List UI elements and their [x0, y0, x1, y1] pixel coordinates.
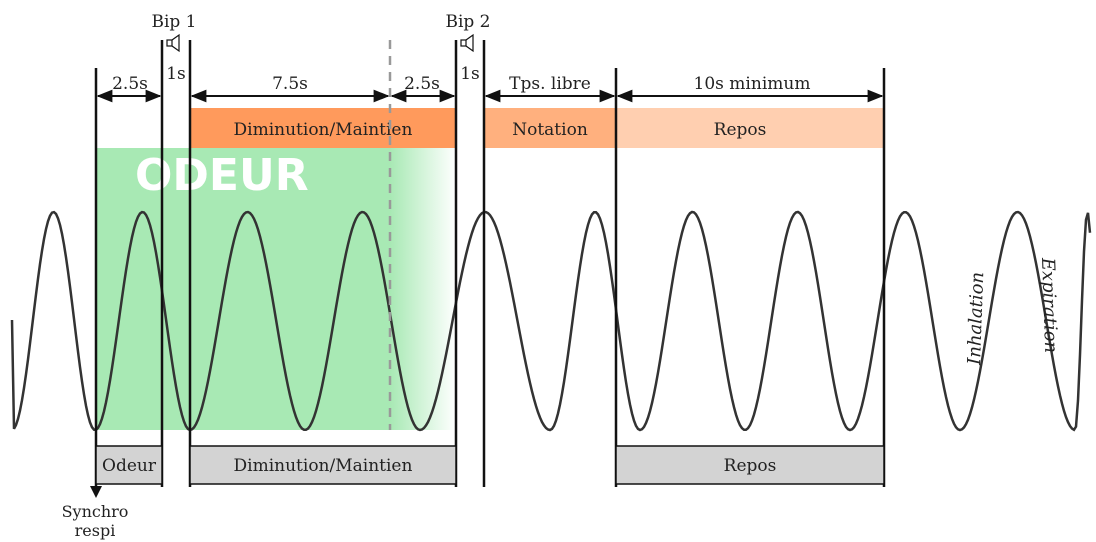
expiration-label: Expiration: [1037, 256, 1061, 353]
top-bar-notation: [484, 108, 616, 148]
duration-label-1a: 1s: [166, 64, 186, 84]
top-bar-notation-label: Notation: [512, 120, 588, 140]
speaker-icon: [460, 33, 474, 53]
odour-fade-zone: [390, 148, 456, 430]
bottom-bar-repos: [615, 445, 885, 485]
bottom-bar-repos-label: Repos: [724, 456, 777, 476]
top-bar-repos: [616, 108, 884, 148]
duration-label-1b: 1s: [460, 64, 480, 84]
speaker-icon: [166, 33, 180, 53]
odour-label: ODEUR: [135, 150, 309, 201]
duration-label-2-5b: 2.5s: [404, 74, 440, 94]
synchro-label-line2: respi: [75, 521, 116, 540]
bip2-label: Bip 2: [445, 12, 490, 32]
duration-label-10s: 10s minimum: [694, 74, 811, 94]
bottom-bar-odeur-label: Odeur: [102, 456, 157, 476]
inhalation-label: Inhalation: [964, 272, 988, 367]
bottom-bar-odeur: [95, 445, 163, 485]
synchro-arrow: [90, 486, 102, 498]
duration-label-tps-libre: Tps. libre: [509, 74, 591, 94]
respiration-waveform: [10, 210, 1092, 432]
bottom-bar-diminution: [189, 445, 457, 485]
bottom-bar-diminution-label: Diminution/Maintien: [234, 456, 413, 476]
bip1-label: Bip 1: [151, 12, 196, 32]
odour-zone: [96, 148, 390, 430]
top-bar-diminution-label: Diminution/Maintien: [234, 120, 413, 140]
top-bar-diminution: [190, 108, 456, 148]
duration-label-7-5: 7.5s: [272, 74, 308, 94]
top-bar-repos-label: Repos: [714, 120, 767, 140]
synchro-label-line1: Synchro: [62, 502, 129, 521]
duration-label-2-5a: 2.5s: [112, 74, 148, 94]
